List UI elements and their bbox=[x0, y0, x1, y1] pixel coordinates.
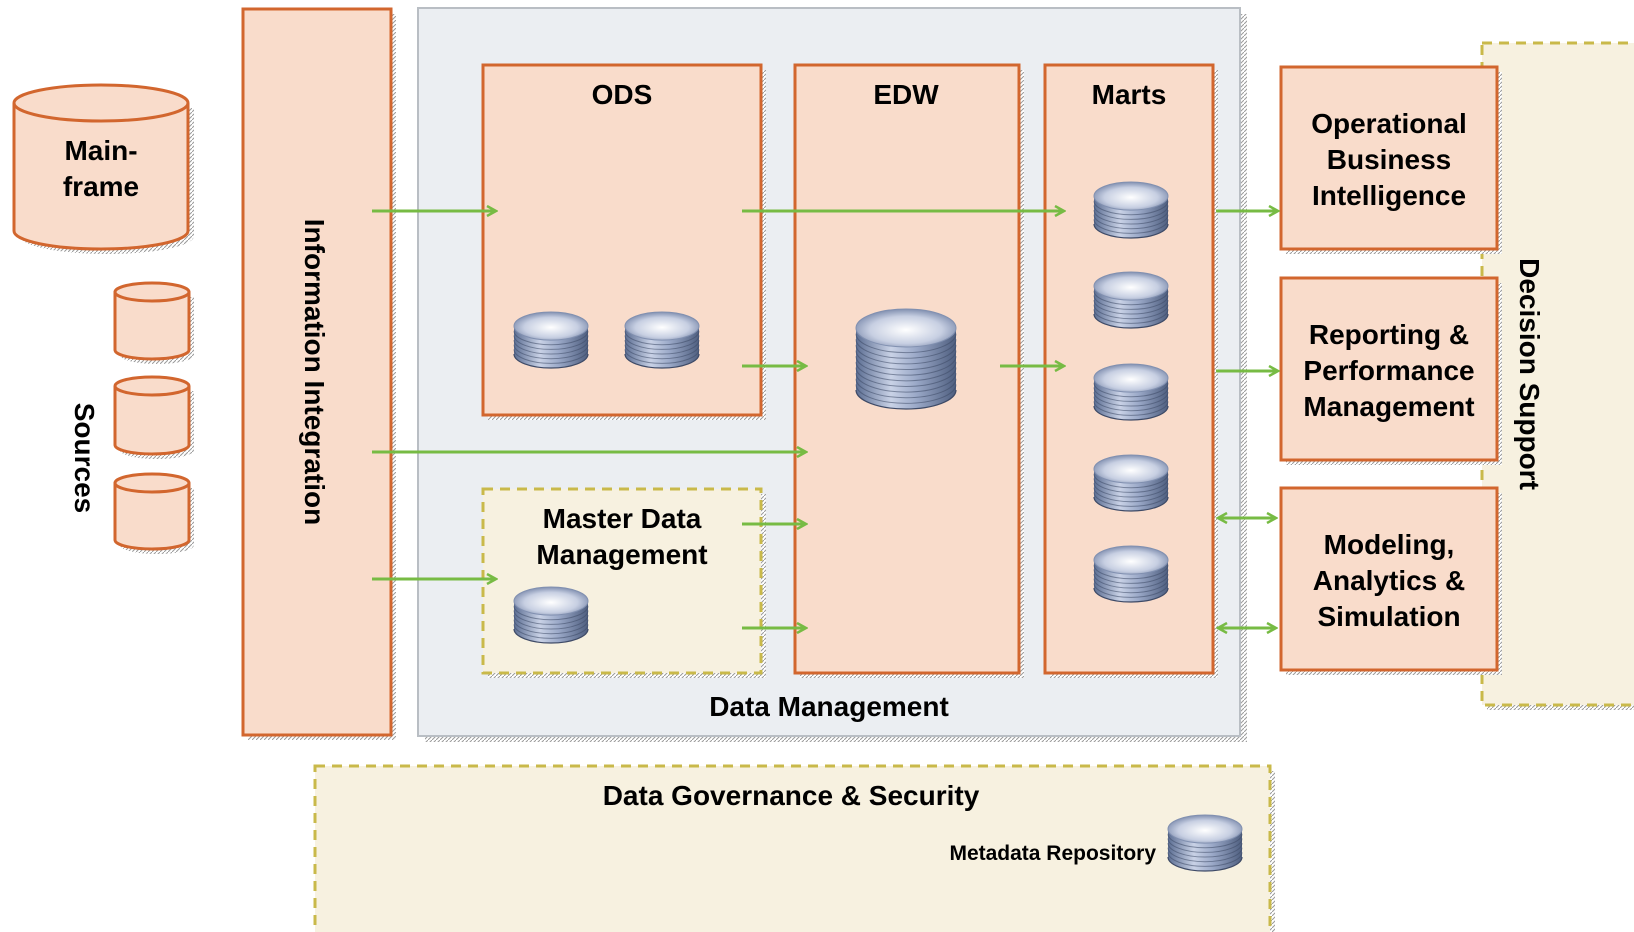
ods-box: ODS bbox=[481, 63, 766, 420]
mdm-label-line1: Master Data bbox=[543, 503, 702, 534]
data-management-label: Data Management bbox=[709, 691, 949, 722]
operational-bi-line1: Operational bbox=[1311, 108, 1467, 139]
modeling-line2: Analytics & bbox=[1313, 565, 1466, 596]
modeling-analytics-box: Modeling, Analytics & Simulation bbox=[1279, 486, 1502, 675]
mainframe-label-line2: frame bbox=[63, 171, 139, 202]
metadata-repository-database-icon bbox=[1167, 814, 1243, 872]
sources-label: Sources bbox=[69, 403, 100, 514]
mainframe-label-line1: Main- bbox=[64, 135, 137, 166]
database-icons bbox=[513, 181, 1243, 872]
operational-bi-line3: Intelligence bbox=[1312, 180, 1466, 211]
source-cylinder-3 bbox=[113, 472, 194, 554]
flow-arrows bbox=[372, 211, 1278, 628]
operational-bi-line2: Business bbox=[1327, 144, 1452, 175]
mdm-database-icon bbox=[513, 586, 589, 644]
operational-bi-box: Operational Business Intelligence bbox=[1279, 65, 1502, 254]
mart-database-icon-3 bbox=[1093, 363, 1169, 421]
information-integration-box: Information Integration bbox=[241, 7, 396, 740]
information-integration-label: Information Integration bbox=[299, 219, 330, 525]
reporting-line1: Reporting & bbox=[1309, 319, 1469, 350]
source-cylinder-2 bbox=[113, 375, 194, 459]
reporting-line3: Management bbox=[1303, 391, 1474, 422]
mart-database-icon-4 bbox=[1093, 454, 1169, 512]
mart-database-icon-2 bbox=[1093, 271, 1169, 329]
reporting-performance-box: Reporting & Performance Management bbox=[1279, 276, 1502, 465]
reporting-line2: Performance bbox=[1303, 355, 1474, 386]
source-cylinder-1 bbox=[113, 281, 194, 364]
edw-label: EDW bbox=[873, 79, 939, 110]
ods-label: ODS bbox=[592, 79, 653, 110]
marts-label: Marts bbox=[1092, 79, 1167, 110]
ods-database-icon-2 bbox=[624, 311, 700, 369]
ods-database-icon-1 bbox=[513, 311, 589, 369]
data-governance-box: Data Governance & Security Metadata Repo… bbox=[313, 764, 1275, 932]
modeling-line1: Modeling, bbox=[1324, 529, 1455, 560]
decision-support-box: Decision Support bbox=[1480, 41, 1634, 710]
mdm-label-line2: Management bbox=[536, 539, 707, 570]
decision-support-label: Decision Support bbox=[1514, 258, 1545, 490]
mart-database-icon-5 bbox=[1093, 545, 1169, 603]
mainframe-cylinder: Main- frame bbox=[12, 83, 194, 254]
modeling-line3: Simulation bbox=[1317, 601, 1460, 632]
data-governance-label: Data Governance & Security bbox=[603, 780, 980, 811]
edw-database-icon bbox=[855, 308, 957, 410]
mart-database-icon-1 bbox=[1093, 181, 1169, 239]
metadata-repository-label: Metadata Repository bbox=[949, 842, 1156, 865]
master-data-management-box: Master Data Management bbox=[481, 487, 766, 678]
